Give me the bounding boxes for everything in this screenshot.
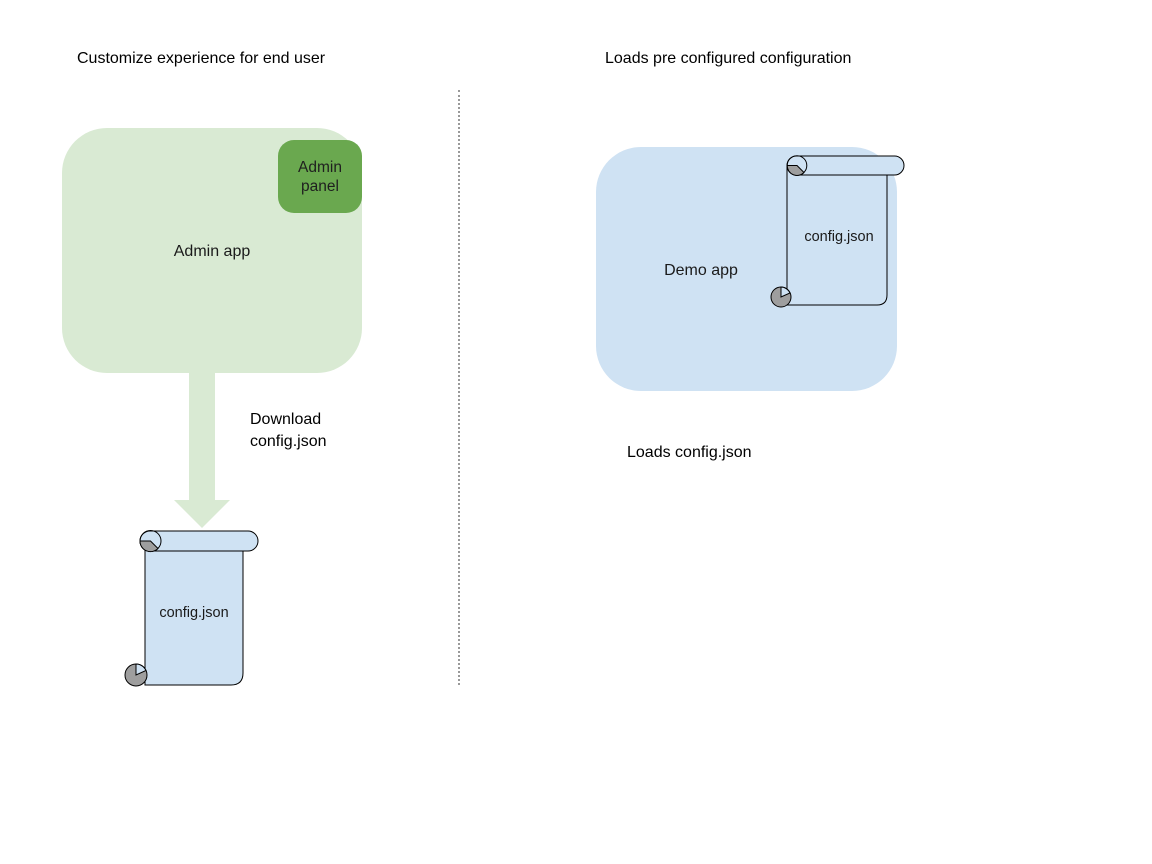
- admin-panel-box: Admin panel: [278, 140, 362, 213]
- scroll-top-curl: [139, 540, 159, 553]
- left-section-title: Customize experience for end user: [77, 50, 326, 67]
- admin-panel-label: Admin panel: [298, 158, 342, 195]
- section-divider: [458, 90, 460, 685]
- down-arrow-shaft: [189, 373, 215, 501]
- admin-app-label: Admin app: [173, 243, 251, 260]
- scroll-bottom-curl-notch: [780, 286, 791, 298]
- right-section-title: Loads pre configured configuration: [605, 50, 852, 67]
- loads-config-caption: Loads config.json: [627, 444, 752, 461]
- config-json-scroll-left: [124, 530, 259, 687]
- config-json-label-right: config.json: [804, 229, 874, 245]
- demo-app-label: Demo app: [664, 262, 738, 279]
- scroll-bottom-curl-notch: [135, 663, 147, 676]
- config-json-scroll-right: [770, 155, 905, 308]
- download-config-label: Download config.json: [250, 411, 327, 450]
- down-arrow-head: [174, 500, 230, 528]
- scroll-body: [144, 540, 244, 686]
- down-arrow-icon: [174, 373, 230, 528]
- scroll-top-curl: [786, 165, 805, 176]
- config-json-label-left: config.json: [159, 605, 229, 621]
- scroll-body: [786, 164, 888, 306]
